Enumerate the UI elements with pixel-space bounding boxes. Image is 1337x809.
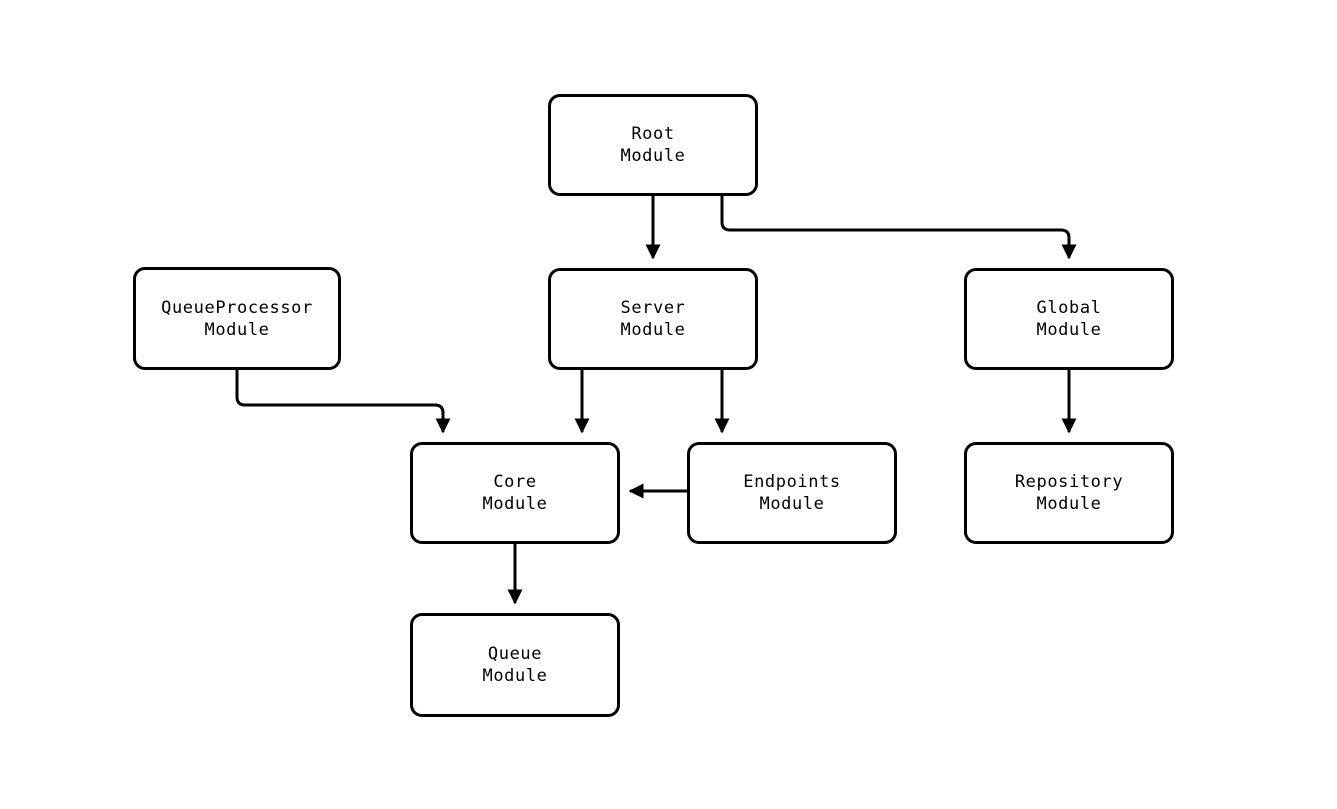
node-global-suffix: Module [1036, 320, 1102, 340]
node-server[interactable]: Server Module [548, 268, 758, 370]
node-endpoints-name: Endpoints [743, 472, 841, 492]
node-queueprocessor-suffix: Module [204, 319, 270, 340]
node-core-name: Core [493, 472, 537, 492]
node-root-name: Root [631, 124, 675, 144]
node-repository-suffix: Module [1036, 494, 1102, 514]
node-global-name: Global [1036, 298, 1102, 318]
edge-root-to-global [720, 196, 1077, 260]
node-repository[interactable]: Repository Module [964, 442, 1174, 544]
node-queueprocessor-name: QueueProcessor [161, 297, 313, 318]
node-root-suffix: Module [620, 146, 686, 166]
node-server-name: Server [620, 298, 686, 318]
edge-queueprocessor-to-core [235, 370, 451, 434]
node-queue-suffix: Module [482, 666, 548, 686]
node-global[interactable]: Global Module [964, 268, 1174, 370]
node-core-suffix: Module [482, 494, 548, 514]
node-core[interactable]: Core Module [410, 442, 620, 544]
node-root[interactable]: Root Module [548, 94, 758, 196]
node-endpoints-suffix: Module [759, 494, 825, 514]
node-server-suffix: Module [620, 320, 686, 340]
node-queueprocessor[interactable]: QueueProcessor Module [133, 267, 341, 370]
node-queue[interactable]: Queue Module [410, 613, 620, 717]
node-queue-name: Queue [487, 644, 543, 664]
node-repository-name: Repository [1014, 472, 1124, 492]
node-endpoints[interactable]: Endpoints Module [687, 442, 897, 544]
